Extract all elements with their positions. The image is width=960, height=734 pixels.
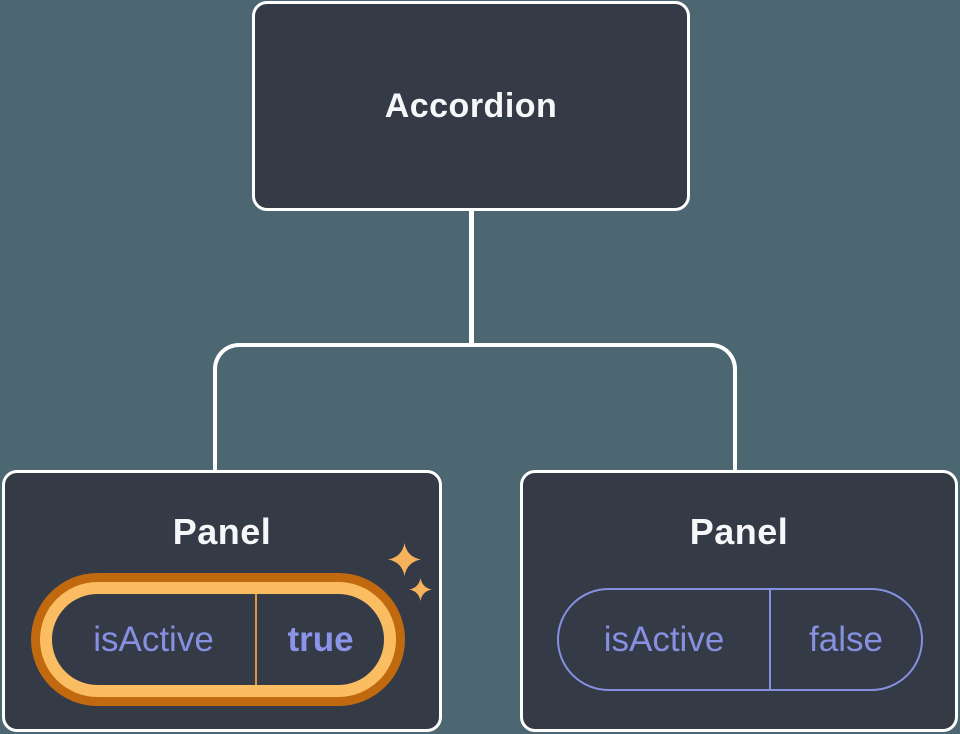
prop-name-label: isActive bbox=[603, 619, 725, 659]
accordion-node: Accordion bbox=[252, 1, 690, 211]
isactive-false-pill: isActive false bbox=[557, 588, 923, 691]
prop-name-cell: isActive bbox=[52, 594, 257, 685]
panel-node-inactive-label: Panel bbox=[689, 511, 789, 552]
prop-value-cell: false bbox=[771, 590, 921, 689]
prop-value-cell: true bbox=[257, 594, 384, 685]
prop-name-cell: isActive bbox=[559, 590, 771, 689]
isactive-true-pill: isActive true bbox=[31, 573, 405, 706]
isactive-true-pill-body: isActive true bbox=[52, 594, 384, 685]
isactive-true-pill-inner-ring: isActive true bbox=[40, 582, 396, 697]
connector-stem bbox=[469, 208, 474, 347]
sparkle-icon-large bbox=[388, 543, 421, 576]
prop-value-label: true bbox=[287, 619, 354, 659]
prop-name-label: isActive bbox=[93, 619, 214, 659]
sparkle-icon-small bbox=[409, 578, 432, 601]
panel-node-active-label: Panel bbox=[172, 511, 272, 552]
connector-branch bbox=[213, 343, 737, 471]
accordion-node-label: Accordion bbox=[384, 86, 558, 125]
prop-value-label: false bbox=[809, 619, 883, 659]
